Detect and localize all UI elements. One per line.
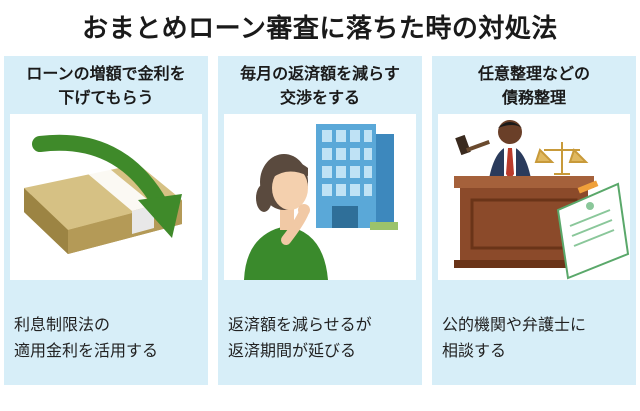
card-heading: 任意整理などの 債務整理 xyxy=(432,62,636,110)
office-building-icon xyxy=(316,124,398,230)
card-body-line: 返済期間が延びる xyxy=(228,341,357,360)
card-heading-line: 下げてもらう xyxy=(58,88,154,107)
card-heading: ローンの増額で金利を 下げてもらう xyxy=(4,62,208,110)
scales-icon xyxy=(534,142,589,175)
card-heading-line: 債務整理 xyxy=(501,88,566,107)
card-body: 公的機関や弁護士に 相談する xyxy=(442,312,632,364)
card-body: 返済額を減らせるが 返済期間が延びる xyxy=(228,312,418,364)
card-body: 利息制限法の 適用金利を活用する xyxy=(14,312,204,364)
judge-document-illustration xyxy=(438,114,630,280)
card-heading-line: 任意整理などの xyxy=(477,64,590,83)
card-heading-line: ローンの増額で金利を xyxy=(26,64,186,83)
card-reduce-payment: 毎月の返済額を減らす 交渉をする xyxy=(218,56,422,385)
card-body-line: 利息制限法の xyxy=(14,315,111,334)
woman-building-illustration xyxy=(224,114,416,280)
money-arrow-illustration xyxy=(10,114,202,280)
card-body-line: 適用金利を活用する xyxy=(14,341,159,360)
card-body-line: 返済額を減らせるが xyxy=(228,315,372,334)
card-heading-line: 交渉をする xyxy=(279,88,360,107)
down-arrow-icon xyxy=(32,134,182,238)
document-icon xyxy=(556,180,630,280)
card-heading-line: 毎月の返済額を減らす xyxy=(240,64,400,83)
page-title: おまとめローン審査に落ちた時の対処法 xyxy=(82,14,558,44)
card-debt-consolidation: 任意整理などの 債務整理 xyxy=(432,56,636,385)
judge-icon xyxy=(488,120,532,184)
card-increase-loan: ローンの増額で金利を 下げてもらう 利息制限法の 適用金利を活用する xyxy=(4,56,208,385)
thinking-woman-icon xyxy=(244,154,328,280)
gavel-icon xyxy=(455,134,490,156)
card-heading: 毎月の返済額を減らす 交渉をする xyxy=(218,62,422,110)
card-body-line: 公的機関や弁護士に xyxy=(442,315,587,334)
card-body-line: 相談する xyxy=(442,341,507,360)
